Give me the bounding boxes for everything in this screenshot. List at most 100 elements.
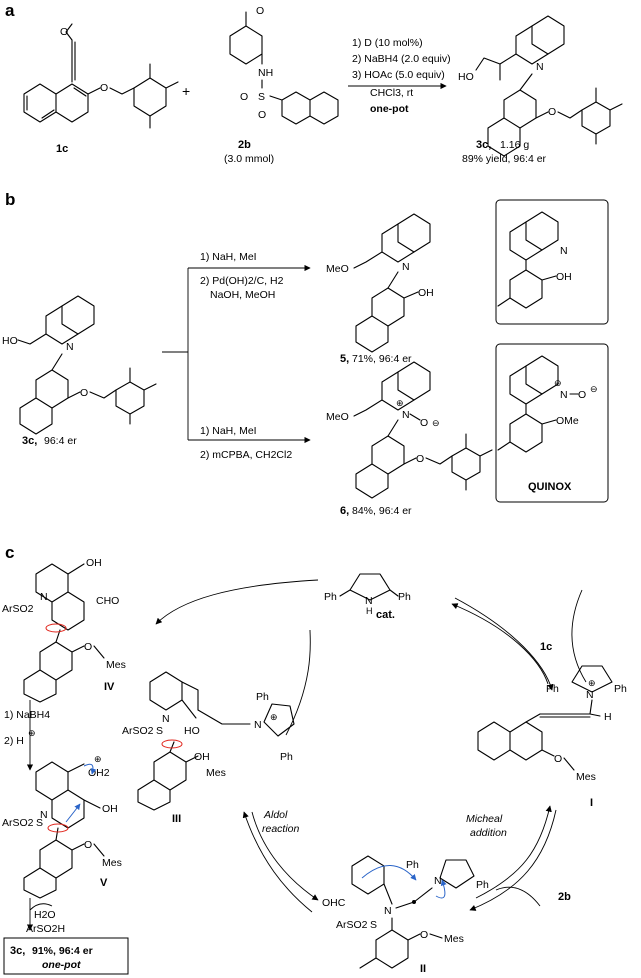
- label-aldol: Aldol: [263, 809, 288, 821]
- atom-s: S: [36, 817, 43, 829]
- branch-line: [162, 268, 189, 440]
- structure-III: HO N ArSO2 S N ⊕ Ph Ph OH Mes: [122, 671, 295, 811]
- cycle-arrow-I-to-cat: [451, 603, 549, 685]
- atom-mes: Mes: [206, 767, 226, 779]
- final-product-label: 3c,: [10, 945, 25, 957]
- cycle-arrow-cat-to-I: [454, 597, 554, 691]
- structure-1c: O O: [23, 23, 179, 129]
- condition-text: CHCl3, rt: [370, 87, 413, 99]
- condition-text: 2) NaBH4 (2.0 equiv): [352, 53, 451, 65]
- condition-text: NaOH, MeOH: [210, 289, 275, 301]
- atom-mes: Mes: [444, 933, 464, 945]
- product-label-3c: 3c,: [476, 139, 491, 151]
- cycle-arrow-I-to-II: [469, 809, 557, 911]
- atom-nh: NH: [258, 67, 273, 79]
- atom-n: N: [560, 245, 568, 257]
- atom-n: N: [40, 591, 48, 603]
- structure-V: OH2 ⊕ OH N ArSO2 S O Mes: [2, 754, 122, 899]
- atom-s: S: [370, 919, 377, 931]
- final-one-pot: one-pot: [42, 959, 81, 971]
- cycle-arrow-III-branch: [285, 629, 311, 736]
- charge-plus: ⊕: [396, 398, 404, 408]
- catalyst-label: cat.: [376, 609, 395, 621]
- label-reaction: reaction: [262, 823, 300, 835]
- structure-catalyst: Ph Ph N H: [324, 573, 411, 616]
- product-5-yield: 71%, 96:4 er: [352, 353, 412, 365]
- structure-6: N ⊕ O ⊖ MeO O: [326, 361, 493, 499]
- structure-IV: OH CHO ArSO2 N O Mes: [2, 557, 126, 703]
- compound-label-3c: 3c,: [22, 435, 37, 447]
- atom-s: S: [258, 91, 265, 103]
- product-label-5: 5,: [340, 353, 349, 365]
- atom-arso2: ArSO2: [2, 603, 34, 615]
- atom-mes: Mes: [102, 857, 122, 869]
- final-result-box: [3, 937, 129, 975]
- atom-ph: Ph: [398, 591, 411, 603]
- atom-o: O: [240, 91, 248, 103]
- atom-n: N: [40, 809, 48, 821]
- atom-ph: Ph: [546, 683, 559, 695]
- atom-n: N: [384, 905, 392, 917]
- atom-ph: Ph: [324, 591, 337, 603]
- atom-n: N: [536, 61, 544, 73]
- atom-h: H: [366, 606, 373, 616]
- atom-o: O: [80, 387, 88, 399]
- product-mass: 1.16 g: [500, 139, 529, 151]
- intermediate-label-IV: IV: [104, 681, 115, 693]
- atom-arso2: ArSO2: [336, 919, 368, 931]
- atom-oh: OH: [556, 271, 572, 283]
- atom-meo: MeO: [326, 263, 349, 275]
- compound-label-1c: 1c: [56, 143, 68, 155]
- product-label-6: 6,: [340, 505, 349, 517]
- compound-label-2b: 2b: [238, 139, 251, 151]
- atom-ohc: OHC: [322, 897, 346, 909]
- atom-n-plus: N: [434, 875, 442, 887]
- atom-oh: OH: [194, 751, 210, 763]
- structure-II: OHC N ArSO2 S N Ph Ph O Mes: [322, 855, 489, 969]
- atom-arso2: ArSO2: [2, 817, 34, 829]
- byproduct-h2o: H2O: [34, 909, 56, 921]
- atom-n-plus: N: [254, 719, 262, 731]
- final-product-yield: 91%, 96:4 er: [32, 945, 93, 957]
- atom-o: O: [256, 5, 264, 17]
- charge-plus: ⊕: [270, 712, 278, 722]
- atom-ome: OMe: [556, 415, 579, 427]
- atom-s: S: [156, 725, 163, 737]
- charge-plus: ⊕: [94, 754, 102, 764]
- atom-oh: OH: [102, 803, 118, 815]
- charge-plus: ⊕: [588, 678, 596, 688]
- atom-o: O: [416, 453, 424, 465]
- label-addition: addition: [470, 827, 507, 839]
- structure-2b: O NH S O O: [229, 5, 339, 125]
- atom-n: N: [66, 341, 74, 353]
- atom-ph: Ph: [256, 691, 269, 703]
- charge-plus: ⊕: [28, 728, 36, 738]
- panel-a-letter: a: [5, 1, 15, 20]
- reagent-1c: 1c: [540, 641, 552, 653]
- cycle-arrow-2b: [495, 886, 541, 907]
- atom-ho: HO: [2, 335, 18, 347]
- atom-o: O: [420, 929, 428, 941]
- atom-o-minus: O: [420, 417, 428, 429]
- reference-structure-quinox: N ⊕ O ⊖ OMe: [497, 355, 598, 453]
- atom-ho: HO: [458, 71, 474, 83]
- atom-arso2: ArSO2: [122, 725, 154, 737]
- condition-text: 1) NaH, MeI: [200, 425, 257, 437]
- condition-text: 1) D (10 mol%): [352, 37, 423, 49]
- atom-oh2: OH2: [88, 767, 110, 779]
- atom-n: N: [162, 713, 170, 725]
- atom-o: O: [60, 26, 68, 38]
- charge-plus: ⊕: [554, 378, 562, 388]
- step-h: 2) H: [4, 735, 24, 747]
- structure-3c: N HO O: [458, 15, 623, 157]
- condition-text: 2) mCPBA, CH2Cl2: [200, 449, 292, 461]
- atom-n-plus: N: [402, 409, 410, 421]
- cycle-arrow-to-IV: [155, 579, 319, 625]
- plus-sign: +: [182, 83, 190, 99]
- atom-o-minus: O: [578, 389, 586, 401]
- quinox-label: QUINOX: [528, 481, 572, 493]
- arrow-elimination: [29, 903, 53, 911]
- atom-mes: Mes: [576, 771, 596, 783]
- atom-meo: MeO: [326, 411, 349, 423]
- step-nabh4: 1) NaBH4: [4, 709, 50, 721]
